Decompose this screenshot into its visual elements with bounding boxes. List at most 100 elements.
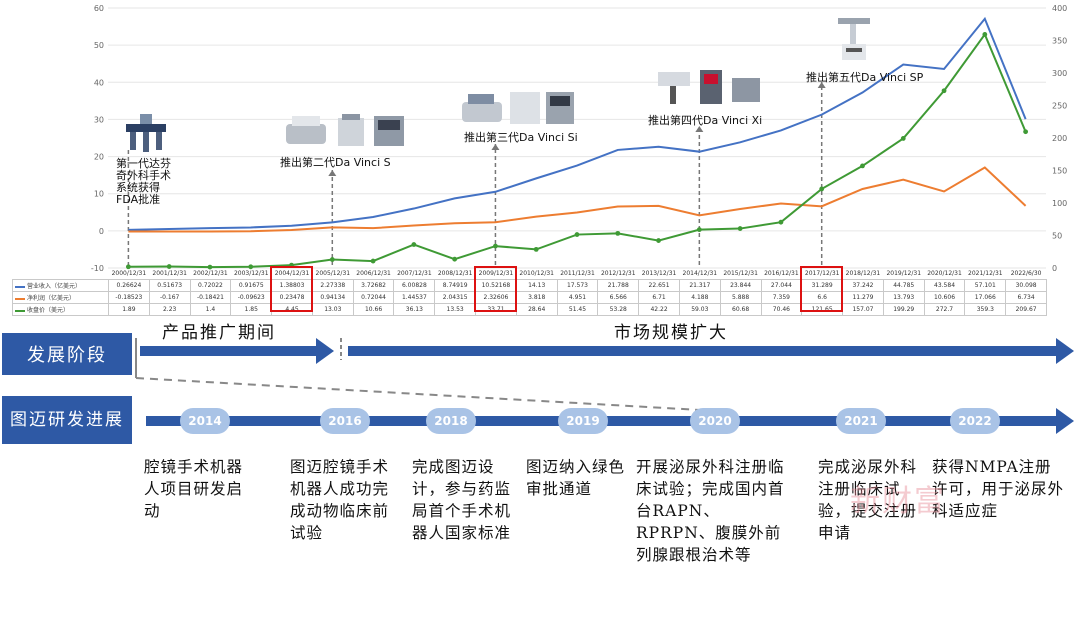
y-right-tick-label: 250 (1052, 102, 1067, 111)
series-point (1023, 129, 1029, 135)
stage-label: 发展阶段 (2, 333, 132, 375)
series-point (982, 32, 988, 37)
x-tick-label: 2010/12/31 (519, 269, 554, 277)
x-tick-label: 2020/12/31 (927, 269, 962, 277)
year-badge-2018: 2018 (426, 408, 476, 434)
legend-label: 收盘价（美元） (27, 307, 70, 314)
x-tick-label: 2018/12/31 (845, 269, 881, 277)
stage-phase2: 市场规模扩大 (614, 323, 728, 343)
series-point (941, 88, 947, 94)
y-right-tick-label: 50 (1052, 232, 1062, 241)
series-point (533, 246, 539, 252)
robot-gen2-image (282, 112, 412, 150)
series-point (207, 264, 213, 270)
y-right-tick-label: 200 (1052, 134, 1067, 143)
data-label: 2.23 (148, 303, 191, 316)
x-tick-label: 2001/12/31 (152, 269, 187, 277)
robot-gen4-image (654, 68, 764, 108)
y-right-tick-label: 150 (1052, 167, 1067, 176)
annotation-arrowhead (328, 170, 337, 176)
y-left-tick-label: 20 (94, 153, 104, 162)
series-point (696, 227, 702, 233)
series-line-0 (128, 16, 1027, 231)
series-point (656, 238, 661, 243)
x-tick-label: 2004/12/31 (274, 269, 310, 277)
year-badge-2016: 2016 (320, 408, 370, 434)
milestone-2019: 图迈纳入绿色审批通道 (526, 458, 626, 498)
milestone-2014: 腔镜手术机器人项目研发启动 (144, 458, 244, 520)
y-left-tick-label: 40 (94, 78, 104, 87)
y-left-tick-label: 10 (94, 190, 104, 199)
data-label: 53.28 (597, 303, 640, 316)
series-point (900, 136, 906, 141)
y-right-tick-label: 100 (1052, 199, 1067, 208)
x-tick-label: 2005/12/31 (315, 269, 351, 277)
series-point (125, 264, 131, 270)
highlight-2004 (270, 266, 313, 312)
legend-swatch (15, 285, 25, 288)
x-tick-label: 2009/12/31 (478, 269, 514, 277)
year-badge-2019: 2019 (558, 408, 608, 434)
phase2-arrow (348, 338, 1074, 364)
phase-connector (135, 377, 701, 411)
data-label: 209.67 (1005, 303, 1047, 316)
x-tick-label: 2011/12/31 (560, 269, 595, 277)
series-point (248, 264, 254, 270)
highlight-2017 (800, 266, 844, 312)
robot-gen5-image (834, 16, 874, 64)
milestone-2021: 完成泌尿外科注册临床试验，提交注册申请 (818, 458, 918, 542)
y-left-tick-label: 50 (94, 41, 104, 50)
y-right-tick-label: 300 (1052, 69, 1067, 78)
x-tick-label: 2002/12/31 (193, 269, 228, 277)
annotation-arrowhead (491, 144, 500, 150)
stage-phase1: 产品推广期间 (162, 323, 276, 343)
x-tick-label: 2019/12/31 (886, 269, 922, 277)
year-badge-2020: 2020 (690, 408, 740, 434)
data-label: 33.71 (475, 303, 517, 316)
x-tick-label: 2022/6/30 (1010, 269, 1042, 277)
x-tick-label: 2021/12/31 (968, 269, 1003, 277)
robot-gen1-image (118, 112, 174, 156)
legend-swatch (15, 309, 25, 312)
milestone-2016: 图迈腔镜手术机器人成功完成动物临床前试验 (290, 458, 390, 542)
y-left-tick-label: -10 (91, 264, 104, 273)
legend-label: 营业收入（亿美元） (27, 283, 82, 290)
annotation-gen2: 推出第二代Da Vinci S (280, 156, 391, 169)
series-point (166, 264, 172, 269)
series-point (574, 232, 580, 237)
annotation-gen1: 第一代达芬奇外科手术系统获得FDA批准 (116, 157, 171, 206)
x-tick-label: 2003/12/31 (233, 269, 269, 277)
data-label: 1.4 (189, 303, 232, 316)
year-badge-2022: 2022 (950, 408, 1000, 434)
x-tick-label: 2012/12/31 (600, 269, 636, 277)
series-point (819, 186, 825, 192)
legend-swatch (15, 297, 25, 300)
y-left-tick-label: 30 (94, 115, 104, 124)
annotation-gen3: 推出第三代Da Vinci Si (464, 131, 578, 144)
x-tick-label: 2008/12/31 (437, 269, 473, 277)
milestone-2018: 完成图迈设计，参与药监局首个手术机器人国家标准 (412, 458, 512, 542)
series-point (493, 243, 498, 249)
x-tick-label: 2017/12/31 (804, 269, 840, 277)
series-point (411, 242, 417, 247)
x-tick-label: 2015/12/31 (723, 269, 758, 277)
annotation-arrowhead (817, 82, 826, 88)
phase1-arrow (140, 338, 334, 364)
x-tick-label: 2007/12/31 (397, 269, 432, 277)
x-tick-label: 2006/12/31 (356, 269, 391, 277)
series-point (778, 219, 784, 225)
legend-entry: 收盘价（美元） (12, 303, 109, 316)
data-label: 1.89 (108, 303, 150, 316)
year-badge-2021: 2021 (836, 408, 886, 434)
year-badge-2014: 2014 (180, 408, 230, 434)
y-right-tick-label: 350 (1052, 37, 1067, 46)
milestone-2022: 获得NMPA注册许可，用于泌尿外科适应症 (932, 458, 1065, 520)
series-point (452, 256, 458, 262)
annotation-gen4: 推出第四代Da Vinci Xi (648, 114, 763, 127)
y-right-tick-label: 400 (1052, 4, 1067, 13)
